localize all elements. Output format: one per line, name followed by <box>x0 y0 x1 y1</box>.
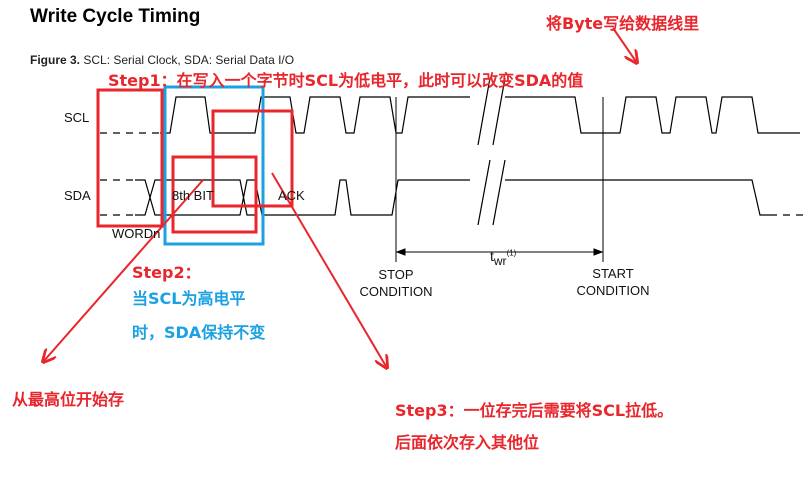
figure-label: Figure 3. <box>30 53 81 67</box>
step1-red-box <box>96 88 164 228</box>
step2-title: Step2： <box>132 263 201 282</box>
page-title: Write Cycle Timing <box>30 6 201 27</box>
time-break-marks <box>477 77 506 226</box>
word-n-label: WORDn <box>112 226 161 241</box>
step3-line1: Step3：一位存完后需要将SCL拉低。 <box>395 401 674 420</box>
annotation-arrows <box>43 27 637 368</box>
twr-sup: (1) <box>506 248 517 258</box>
scl-label: SCL <box>64 110 90 125</box>
step3-red-box <box>211 109 294 208</box>
step2-line2: 时，SDA保持不变 <box>132 323 266 342</box>
figure-text: SCL: Serial Clock, SDA: Serial Data I/O <box>83 53 295 67</box>
step1-note: Step1：在写入一个字节时SCL为低电平，此时可以改变SDA的值 <box>108 71 584 90</box>
stop-condition-label: STOP CONDITION <box>359 267 433 299</box>
figure-caption: Figure 3. SCL: Serial Clock, SDA: Serial… <box>30 53 294 67</box>
step2-line1: 当SCL为高电平 <box>132 289 246 308</box>
ack-label: ACK <box>278 188 305 203</box>
top-right-note: 将Byte写给数据线里 <box>546 14 700 33</box>
start-condition-label: START CONDITION <box>576 266 650 298</box>
step2-blue-box <box>163 85 265 246</box>
twr-sub: wr <box>493 253 507 268</box>
twr-dimension <box>395 97 604 262</box>
twr-label: twr(1) <box>490 248 516 268</box>
step3-line2: 后面依次存入其他位 <box>395 433 540 452</box>
twr-base: t <box>490 248 494 264</box>
scl-waveform <box>100 96 800 134</box>
bit8-label: 8th BIT <box>172 188 214 203</box>
msb-first-note: 从最高位开始存 <box>12 390 125 409</box>
sda-label: SDA <box>64 188 91 203</box>
